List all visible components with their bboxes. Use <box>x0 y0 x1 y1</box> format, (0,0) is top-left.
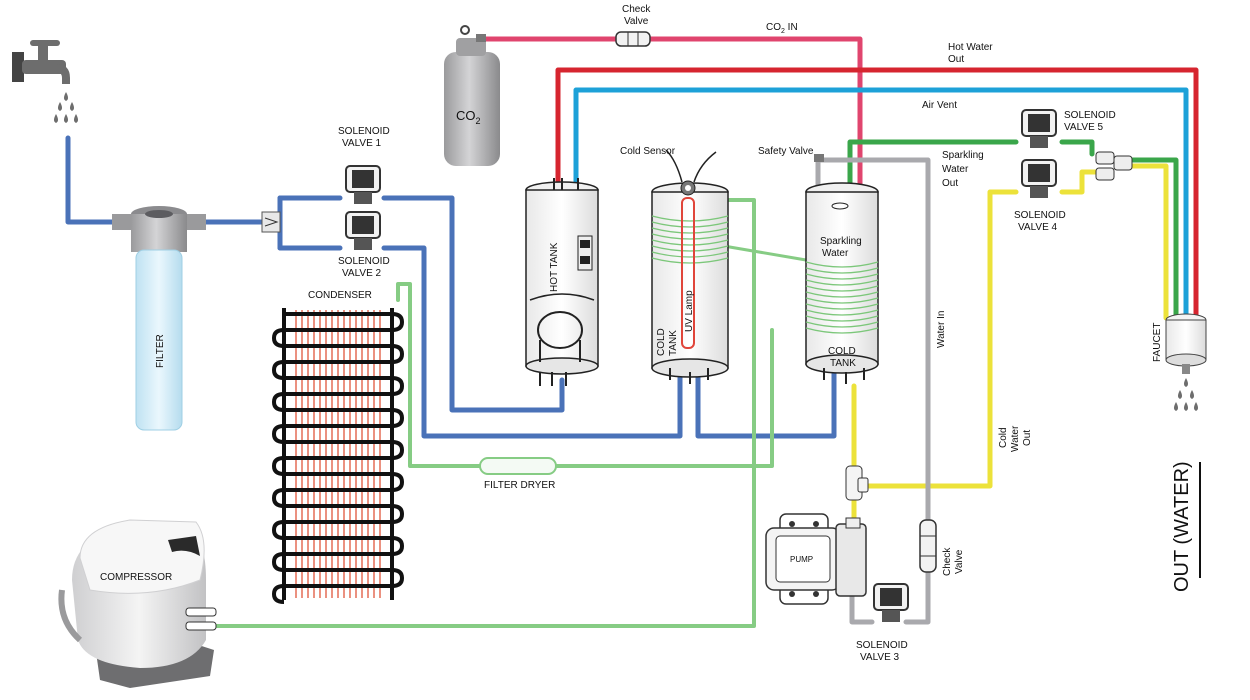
cold-water-out-label-l2: Water <box>1010 425 1021 452</box>
hot-water-out-pipe <box>555 67 1199 321</box>
solenoid-valve-4-label-l2: VALVE 4 <box>1018 222 1058 233</box>
air-vent-label: Air Vent <box>922 100 957 111</box>
cold-tank-uv: COLD TANK UV Lamp <box>651 149 729 384</box>
hot-tank: HOT TANK <box>525 178 599 386</box>
pump-tee <box>845 465 869 501</box>
cold-tank-uv-coils <box>651 215 729 264</box>
pipes <box>65 36 1199 628</box>
faucet-label: FAUCET <box>1152 323 1163 362</box>
mixing-tee <box>1095 151 1133 181</box>
filter-dryer-label: FILTER DRYER <box>484 480 555 491</box>
solenoid-valve-2-label-l2: VALVE 2 <box>342 268 382 279</box>
solenoid-valve-3-label-l1: SOLENOID <box>856 640 908 651</box>
hot-tank-label: HOT TANK <box>549 242 560 292</box>
tap-drops <box>54 92 78 123</box>
uv-lamp-label: UV Lamp <box>684 290 695 332</box>
co2-in-label: CO2 IN <box>766 22 798 35</box>
check-valve-bottom: Check Valve <box>919 519 965 576</box>
safety-valve-label: Safety Valve <box>758 146 814 157</box>
co2-tank-label: CO2 <box>456 108 481 126</box>
cold-sensor-label: Cold Sensor <box>620 146 676 157</box>
inlet-check-valve <box>261 211 281 233</box>
water-inlet-pipe <box>65 135 131 225</box>
co2-tank: CO2 <box>444 25 500 166</box>
check-valve-bottom-label-l2: Valve <box>954 549 965 574</box>
sparkling-water-label-l1: Sparkling <box>820 236 862 247</box>
hot-water-out-label-l2: Out <box>948 54 964 65</box>
sparkling-water-out-label-l1: Sparkling <box>942 150 984 161</box>
tap-body <box>22 60 66 74</box>
water-tap <box>12 40 78 123</box>
cold-faucet-pipe <box>1129 163 1169 321</box>
cold-water-out-label-l1: Cold <box>998 427 1009 448</box>
sparkling-cold-tank: Sparkling Water COLD TANK <box>805 154 879 384</box>
refrigerant-line-b <box>396 282 774 468</box>
pump: PUMP <box>765 513 867 605</box>
solenoid-valve-2-label-l1: SOLENOID <box>338 256 390 267</box>
faucet: FAUCET <box>1152 313 1207 411</box>
solenoid-valve-3-label-l2: VALVE 3 <box>860 652 900 663</box>
sparkling-water-label-l2: Water <box>822 248 849 259</box>
sparkling-water-out-label-l3: Out <box>942 178 958 189</box>
cold-water-out-label-l3: Out <box>1022 430 1033 446</box>
cold-link-pipe <box>695 367 837 439</box>
sparkling-water-out-label-l2: Water <box>942 164 969 175</box>
cold-tank-left-label-l1: COLD <box>656 328 667 356</box>
water-in-pipe <box>815 157 931 523</box>
condenser-fins <box>295 310 381 598</box>
solenoid-valve-5: SOLENOID VALVE 5 <box>1021 109 1116 148</box>
solenoid-valve-4-label-l1: SOLENOID <box>1014 210 1066 221</box>
condenser-label: CONDENSER <box>308 290 372 301</box>
condenser: CONDENSER <box>271 290 405 604</box>
solenoid-valve-1: SOLENOID VALVE 1 <box>338 126 390 204</box>
cold-tank-left-label-l2: TANK <box>668 330 679 356</box>
filter: FILTER <box>112 206 206 431</box>
sparkling-to-faucet-pipe <box>1129 157 1179 321</box>
solenoid2-branch-pipe <box>277 245 683 439</box>
check-valve-top: Check Valve <box>615 4 651 47</box>
co2-pipe <box>479 36 863 189</box>
solenoid-valve-4: SOLENOID VALVE 4 <box>1014 159 1066 233</box>
solenoid-valve-5-label-l2: VALVE 5 <box>1064 122 1104 133</box>
solenoid1-branch-pipe <box>277 195 565 413</box>
out-water-label: OUT (WATER) <box>1171 461 1193 592</box>
cold-tank-right-label-l1: COLD <box>828 346 856 357</box>
compressor: COMPRESSOR <box>58 519 217 688</box>
faucet-drops <box>1174 378 1198 411</box>
check-valve-bottom-label-l1: Check <box>942 547 953 576</box>
hot-water-out-label-l1: Hot Water <box>948 42 993 53</box>
compressor-label: COMPRESSOR <box>100 572 172 583</box>
pump-label: PUMP <box>790 555 813 564</box>
solenoid-valve-1-label-l1: SOLENOID <box>338 126 390 137</box>
cold-tank-right-label-l2: TANK <box>830 358 856 369</box>
sparkling-water-pipe <box>847 139 1095 193</box>
filter-label: FILTER <box>155 334 166 368</box>
check-valve-top-label-l2: Valve <box>624 16 649 27</box>
solenoid-valve-2: SOLENOID VALVE 2 <box>338 211 390 279</box>
water-in-label: Water In <box>936 311 947 348</box>
tap-handle <box>30 40 60 46</box>
filter-dryer: FILTER DRYER <box>479 457 557 491</box>
air-vent-pipe <box>573 87 1189 321</box>
check-valve-top-label-l1: Check <box>622 4 651 15</box>
condenser-tubes <box>271 312 405 604</box>
sparkling-tank-coils <box>805 261 879 334</box>
refrigerant-line-a <box>212 198 756 628</box>
solenoid-valve-5-label-l1: SOLENOID <box>1064 110 1116 121</box>
solenoid-valve-3: SOLENOID VALVE 3 <box>856 583 909 663</box>
wall-plate <box>12 52 24 82</box>
solenoid-valve-1-label-l2: VALVE 1 <box>342 138 382 149</box>
